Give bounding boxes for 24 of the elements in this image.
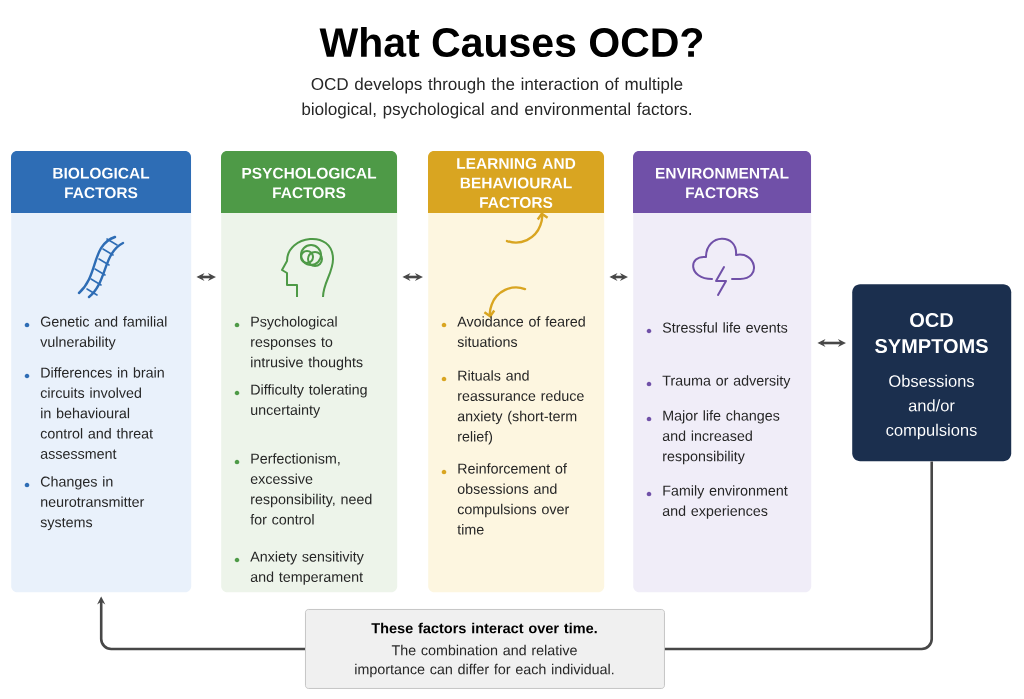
bullet-item: Trauma or adversity — [646, 375, 791, 389]
bullet-item: Differences in brain circuits involved in behavioural control and threat assessment — [24, 367, 164, 459]
box-title: OCD SYMPTOMS — [875, 312, 988, 354]
note-heading: These factors interact over time. — [371, 622, 597, 634]
bullet-item: Anxiety sensitivity and temperament — [234, 551, 364, 585]
bullet-item: Genetic and familial vulnerability — [24, 316, 167, 350]
bullet-item: Perfectionism, excessive responsibility, need for control — [234, 453, 372, 525]
bullet-item: Major life changes and increased responsibility — [646, 410, 780, 465]
bullet-item: Avoidance of feared situations — [441, 316, 585, 347]
bullet-item: Difficulty tolerating uncertainty — [234, 384, 367, 418]
bullet-item: Rituals and reassurance reduce anxiety (short-term relief) — [441, 370, 584, 445]
header-band: PSYCHOLOGICAL FACTORS — [221, 151, 397, 213]
note-text: The combination and relative importance can differ for each individual. — [355, 644, 614, 678]
header-band: ENVIRONMENTAL FACTORS — [633, 151, 811, 213]
header-band: LEARNING AND BEHAVIOURAL FACTORS — [428, 151, 604, 213]
title: What Causes OCD? — [319, 26, 703, 58]
header-band: BIOLOGICAL FACTORS — [11, 151, 191, 213]
bullet-item: Reinforcement of obsessions and compulsions over time — [441, 463, 569, 535]
bullet-item: Family environment and experiences — [646, 485, 788, 519]
bullet-item: Stressful life events — [646, 322, 788, 334]
box-text: Obsessions and/or compulsions — [886, 374, 977, 440]
bullet-item: Changes in neurotransmitter systems — [24, 476, 145, 531]
subtitle: OCD develops through the interaction of multiple biological, psychological and environmental factors. — [302, 77, 691, 119]
bullet-item: Psychological responses to intrusive thoughts — [234, 316, 363, 371]
